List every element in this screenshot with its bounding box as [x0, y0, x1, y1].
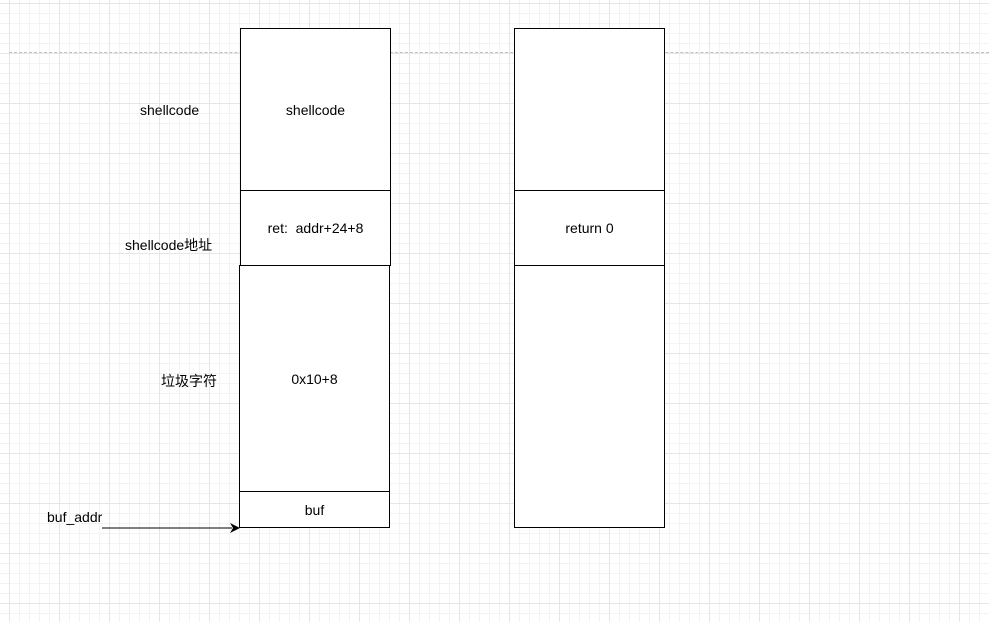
arrow-right-icon — [230, 523, 240, 533]
label-buf-addr[interactable]: buf_addr — [47, 509, 103, 525]
original-stack-cell-bottom[interactable] — [514, 265, 665, 528]
label-junk-characters[interactable]: 垃圾字符 — [161, 373, 217, 389]
stack-cell-shellcode[interactable]: shellcode — [240, 28, 391, 191]
label-shellcode-address[interactable]: shellcode地址 — [125, 237, 213, 253]
stack-cell-buf[interactable]: buf — [239, 491, 390, 528]
page-break-line — [9, 52, 989, 53]
stack-cell-return-address[interactable]: ret: addr+24+8 — [240, 190, 391, 266]
label-shellcode[interactable]: shellcode — [140, 102, 200, 118]
